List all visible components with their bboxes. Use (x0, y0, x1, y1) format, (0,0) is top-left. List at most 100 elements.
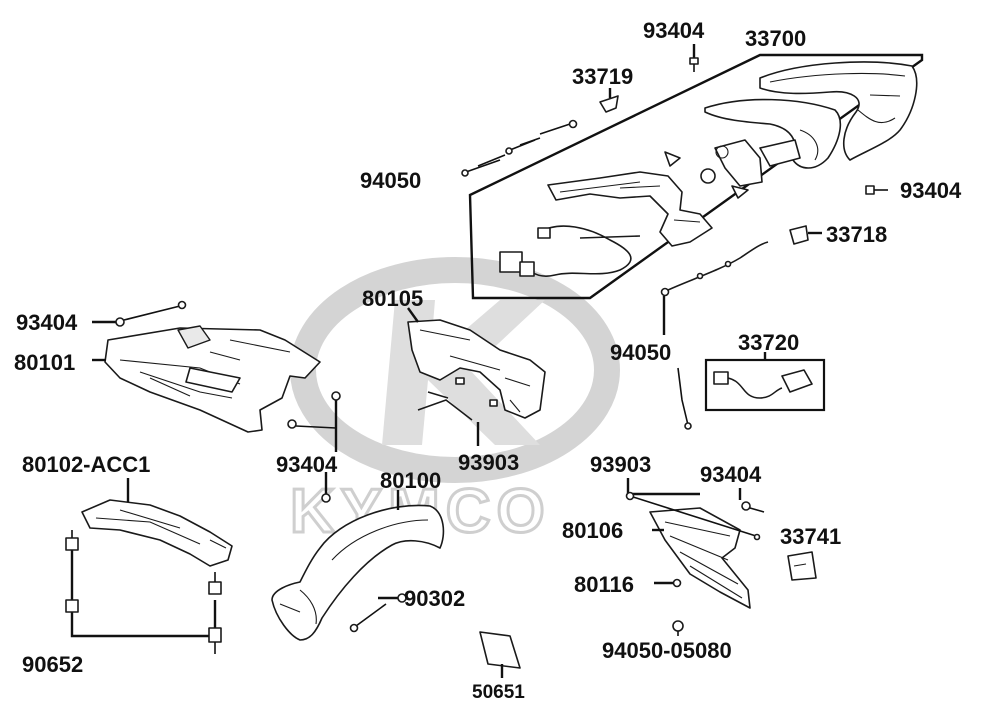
bracket-hole (715, 145, 729, 159)
reflector-33741-body (787, 551, 817, 581)
bolt-90302-shaft (355, 603, 387, 627)
cable-clip-a (696, 272, 704, 280)
tail-frame-detail (559, 181, 701, 223)
label-80106: 80106 (562, 518, 623, 543)
harness-connector (499, 251, 523, 273)
bolt-head-mid-b (331, 391, 341, 401)
rod-93903-head (625, 491, 635, 501)
reflector-50651-body (479, 631, 521, 669)
cover-80101-channel (185, 367, 241, 393)
sensor-connector (713, 371, 729, 385)
bolt-90652-d (208, 627, 222, 643)
bracket-80102-detail (95, 509, 227, 549)
grommet (700, 168, 716, 184)
bolt-90652-b (65, 599, 79, 613)
label-50651: 50651 (472, 682, 525, 703)
leader-90652 (70, 548, 212, 638)
label-80100: 80100 (380, 468, 441, 493)
fender-80100-body (271, 504, 445, 641)
bolts-90652 (65, 530, 222, 654)
label-33719: 33719 (572, 64, 633, 89)
label-93903-mid: 93903 (458, 450, 519, 475)
bolt-shaft-left (123, 305, 181, 321)
rod-93903-tip (753, 533, 761, 541)
nut-plate-a (664, 151, 681, 167)
leader-94050-lower (677, 367, 689, 426)
side-cover (704, 98, 842, 169)
bolt-93404-br (738, 488, 765, 513)
label-93903-right: 93903 (590, 452, 651, 477)
bolt-90302-tip (349, 623, 359, 633)
bolts-93404-mid (287, 391, 341, 503)
harness-plug (519, 261, 535, 277)
rod-93903-shaft (629, 495, 757, 537)
bolt-head-mid-c (321, 493, 331, 503)
bracket-80105-rods (417, 391, 473, 421)
label-94050-mid: 94050 (610, 340, 671, 365)
cable-clip-b (724, 260, 732, 268)
label-33720: 33720 (738, 330, 799, 355)
kymco-watermark: KYMCO (289, 257, 620, 548)
bolt-93404-top (689, 44, 699, 72)
bracket-80102 (81, 499, 233, 567)
bolt-tip-left (177, 300, 187, 310)
bracket-80106 (649, 507, 751, 609)
rear-cowl-detail (769, 72, 906, 124)
bolt-90302 (349, 593, 407, 633)
label-93404-mid: 93404 (276, 452, 338, 477)
label-90652: 90652 (22, 652, 83, 677)
bracket-80106-body (649, 507, 751, 609)
bolt-head-top (689, 57, 699, 65)
label-33700: 33700 (745, 26, 806, 51)
label-93404-br: 93404 (700, 462, 762, 487)
tail-bracket (714, 139, 763, 187)
sensor-body (781, 369, 813, 393)
bolt-93404-left (92, 300, 187, 327)
label-94050-left: 94050 (360, 168, 421, 193)
bolt-head-left (115, 317, 125, 327)
tail-frame-rail (547, 171, 713, 247)
cable-end-a (660, 287, 670, 297)
screw-head-b (505, 147, 513, 155)
bolt-90302-head (397, 593, 407, 603)
label-80101: 80101 (14, 350, 75, 375)
harness-clip (537, 227, 551, 239)
cable-end-b (684, 422, 692, 430)
reflector-50651 (479, 631, 521, 678)
screw-head-a (461, 169, 469, 177)
leader-93404-mid-h (295, 425, 337, 429)
bracket-80105-nut-b (489, 399, 498, 407)
bracket-80105 (407, 319, 546, 421)
reflector-33741-detail (793, 563, 807, 567)
label-80116: 80116 (574, 572, 634, 597)
fender-80100 (271, 504, 445, 641)
bolt-90652-c (208, 581, 222, 595)
bolt-90652-a (65, 537, 79, 551)
assembly-33700-frame (468, 53, 924, 300)
screw-head-c (568, 119, 578, 129)
bracket-80105-nut-a (455, 377, 465, 385)
nut-94050-05080 (672, 620, 684, 636)
bolt-head-right (865, 185, 875, 195)
label-93404-right: 93404 (900, 178, 962, 203)
screw-shaft-b (509, 137, 541, 151)
bolt-head-mid-a (287, 419, 297, 429)
label-93404-top: 93404 (643, 18, 705, 43)
screw-shaft-a (465, 154, 506, 173)
clip-33719 (599, 95, 619, 113)
bolt-80116 (654, 578, 682, 588)
assembly-33700 (468, 53, 924, 300)
nut-94050-05080-body (672, 620, 684, 632)
bolt-93404-right (865, 185, 888, 195)
label-80105: 80105 (362, 286, 423, 311)
cover-80101-tab (177, 325, 211, 349)
label-90302: 90302 (404, 586, 465, 611)
bracket-80105-detail (419, 329, 531, 413)
bolt-93404-br-shaft (749, 507, 765, 513)
rod-93903-right (625, 478, 761, 541)
wire-harness (519, 225, 632, 277)
rear-cowl (759, 61, 918, 161)
leader-80105 (407, 307, 419, 323)
part-labels: 93404 33700 33719 94050 93404 33718 9340… (14, 18, 962, 703)
